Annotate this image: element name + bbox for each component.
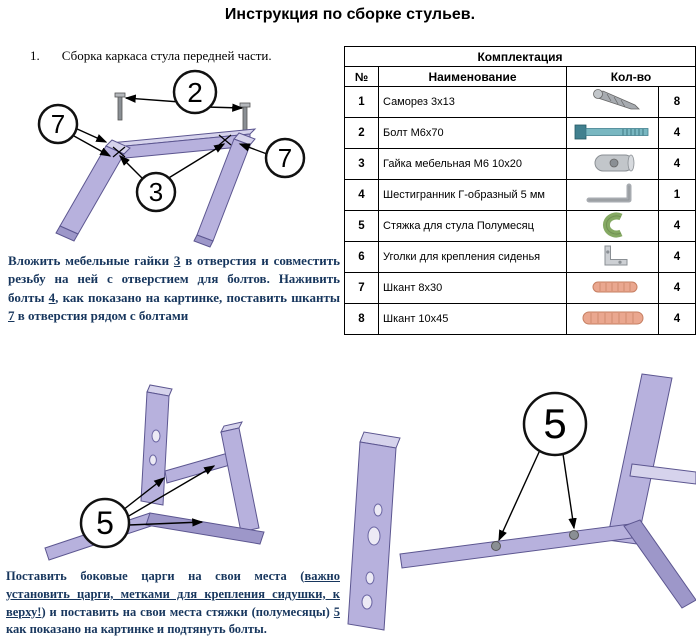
ref-3: 3 xyxy=(173,253,181,268)
ground-stretcher-right xyxy=(145,512,265,545)
post-hole xyxy=(373,503,383,517)
svg-text:7: 7 xyxy=(51,109,65,139)
svg-text:5: 5 xyxy=(96,505,114,541)
col-header-qty: Кол-во xyxy=(565,66,697,87)
table-row: 1 Саморез 3х13 8 xyxy=(344,86,697,118)
callout-5: 5 xyxy=(522,391,588,457)
col-header-num: № xyxy=(344,66,379,87)
table-row: 6 Уголки для крепления сиденья 4 xyxy=(344,241,697,273)
back-post xyxy=(140,391,170,506)
lower-right-stretcher xyxy=(623,519,696,609)
tie-placement-diagram: 5 xyxy=(347,373,696,631)
tie-bolt xyxy=(569,530,579,540)
table-row: 7 Шкант 8х30 4 xyxy=(344,272,697,304)
left-leg-foot xyxy=(55,225,79,242)
table-row: 4 Шестигранник Г-образный 5 мм 1 xyxy=(344,179,697,211)
table-row: 3 Гайка мебельная М6 10х20 4 xyxy=(344,148,697,180)
instruction-step2-text: Поставить боковые царги на свои места (в… xyxy=(6,569,340,637)
step-label: Сборка каркаса стула передней части. xyxy=(61,48,272,63)
svg-text:5: 5 xyxy=(543,400,566,447)
half-moon-bracket-icon xyxy=(602,212,622,237)
parts-table: Комплектация № Наименование Кол-во 1 Сам… xyxy=(343,46,697,335)
post-hole xyxy=(367,526,381,546)
side-rail-diagram: 5 xyxy=(44,384,265,561)
bolt-pin-left-icon xyxy=(114,92,126,121)
right-leg xyxy=(196,138,251,242)
corner-bracket-icon xyxy=(604,245,627,265)
callout-7-left: 7 xyxy=(37,103,79,145)
parts-table-title: Комплектация xyxy=(343,46,697,67)
front-leg xyxy=(220,427,260,533)
ref-4: 4 xyxy=(48,289,56,305)
parts-table-container: Комплектация № Наименование Кол-во 1 Сам… xyxy=(343,46,697,335)
table-row: 8 Шкант 10х45 4 xyxy=(344,303,697,335)
tie-bolt xyxy=(491,541,501,551)
svg-text:7: 7 xyxy=(278,143,292,173)
post-hole xyxy=(151,429,161,443)
important-note: важно установить царги, метками для креп… xyxy=(6,569,340,619)
front-frame-diagram: 2 7 7 3 xyxy=(37,69,306,248)
right-leg xyxy=(606,373,673,545)
dowel-small-icon xyxy=(592,281,637,292)
callout-5: 5 xyxy=(79,497,131,549)
svg-text:2: 2 xyxy=(187,77,203,108)
hex-key-icon xyxy=(586,183,631,202)
page-title: Инструкция по сборке стульев. xyxy=(224,6,476,23)
svg-text:3: 3 xyxy=(149,177,163,207)
table-row: 2 Болт М6х70 4 xyxy=(344,117,697,149)
seat-rail-stub xyxy=(629,463,696,485)
left-leg xyxy=(59,145,125,235)
ref-7: 7 xyxy=(8,308,15,324)
bottom-rail xyxy=(399,523,633,569)
right-leg-foot xyxy=(193,234,214,248)
callout-7-right: 7 xyxy=(264,137,306,179)
dowel-large-icon xyxy=(582,311,643,324)
barrel-nut-icon xyxy=(594,154,634,171)
instruction-step1-text: Вложить мебельные гайки 3 в отверстия и … xyxy=(8,253,341,324)
post-hole xyxy=(365,571,375,585)
post-hole xyxy=(361,594,373,610)
bolt-icon xyxy=(574,124,648,139)
callout-2: 2 xyxy=(172,69,218,115)
post-hole xyxy=(149,454,157,466)
screw-icon xyxy=(592,88,640,109)
col-header-name: Наименование xyxy=(378,66,567,87)
table-row: 5 Стяжка для стула Полумесяц 4 xyxy=(344,210,697,242)
callout-3: 3 xyxy=(135,171,177,213)
step-1-heading: 1. Сборка каркаса стула передней части. xyxy=(30,48,272,64)
step-number: 1. xyxy=(30,48,40,63)
ref-5: 5 xyxy=(333,604,340,619)
